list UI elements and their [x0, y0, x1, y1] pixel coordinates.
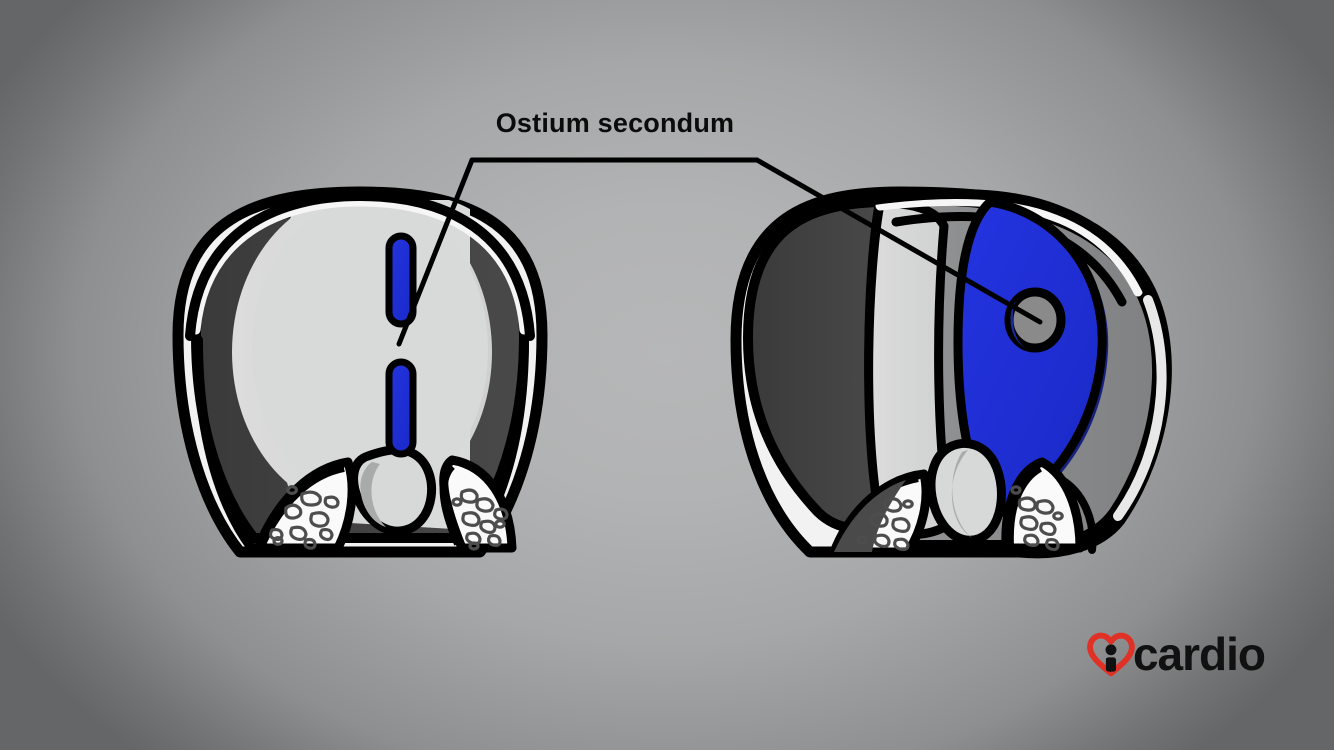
right-trabeculae-left — [829, 469, 931, 557]
left-endocardium-outline — [185, 190, 535, 341]
right-panel — [730, 186, 1172, 559]
right-trabeculae-right — [1001, 457, 1097, 554]
septum-primum-upper — [385, 232, 417, 328]
logo-wordmark: cardio — [1132, 628, 1266, 680]
label-text: Ostium secondum — [495, 108, 735, 138]
right-rim-outline — [869, 189, 1153, 297]
septum-primum-lower — [385, 358, 417, 458]
right-rim-highlight — [875, 196, 1143, 297]
left-trabeculae-left — [253, 457, 357, 553]
leader-line — [396, 157, 1043, 347]
leader-right-arm — [754, 157, 1043, 325]
left-wall-sweep-left — [193, 335, 257, 553]
heart-icon — [1087, 632, 1135, 677]
logo[interactable]: cardio — [1085, 622, 1266, 686]
left-endocardium-highlight — [191, 197, 529, 335]
right-outer-sheen — [1113, 295, 1167, 521]
left-cushion-shading — [360, 462, 386, 527]
right-endocardial-cushion — [926, 438, 1006, 545]
leader-left-arm — [396, 157, 475, 347]
left-panel — [172, 186, 548, 558]
right-cushion-shading — [951, 450, 972, 538]
page-title: Ostium secondum — [0, 108, 1334, 139]
left-trabeculae-right — [439, 455, 517, 553]
right-lower-sweep — [1058, 476, 1097, 554]
